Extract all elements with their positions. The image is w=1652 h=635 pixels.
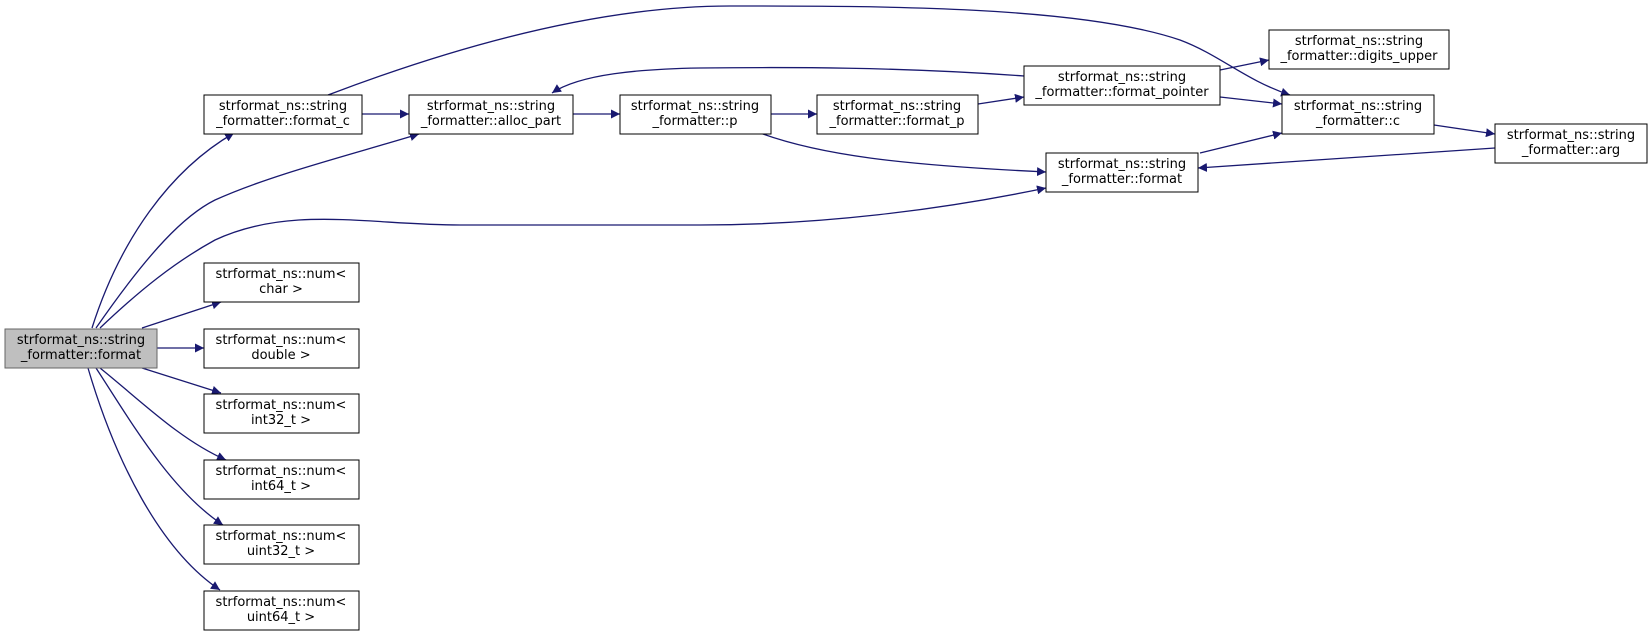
node-label-line-1: strformat_ns::num< (216, 267, 347, 282)
node-num-int64[interactable]: strformat_ns::num< int64_t > (203, 459, 360, 500)
node-root-format[interactable]: strformat_ns::string _formatter::format (4, 328, 158, 369)
edges-layer (87, 5, 1496, 591)
node-label-line-2: _formatter::format_p (829, 114, 965, 129)
edge-arg-to-format (1197, 147, 1496, 172)
edge-root-to-format (99, 185, 1047, 329)
node-label-line-1: strformat_ns::string (631, 99, 759, 114)
edge-format-pointer-to-alloc-part (551, 66, 1025, 94)
node-num-char[interactable]: strformat_ns::num< char > (203, 262, 360, 303)
edge-root-to-num-int64 (99, 367, 227, 461)
edge-root-to-num-uint64 (87, 367, 221, 591)
edge-root-to-num-uint32 (95, 367, 224, 526)
node-label-line-1: strformat_ns::num< (216, 333, 347, 348)
edge-format-p-to-format-pointer (977, 93, 1025, 105)
edge-root-to-num-char (141, 300, 222, 329)
node-label-line-1: strformat_ns::string (833, 99, 961, 114)
node-num-uint64[interactable]: strformat_ns::num< uint64_t > (203, 590, 360, 631)
node-label-line-1: strformat_ns::num< (216, 398, 347, 413)
node-label-line-2: uint64_t > (247, 610, 315, 625)
node-label-line-2: int32_t > (251, 413, 311, 428)
edge-format-pointer-to-c (1219, 96, 1283, 108)
node-label-line-1: strformat_ns::num< (216, 464, 347, 479)
edge-format-c-to-c (327, 5, 1291, 97)
node-label-line-1: strformat_ns::string (1295, 34, 1423, 49)
node-label-line-1: strformat_ns::string (1507, 128, 1635, 143)
edge-format-to-c (1199, 130, 1283, 154)
node-label-line-2: _formatter::digits_upper (1279, 49, 1438, 64)
node-label-line-2: _formatter::format (1061, 172, 1182, 187)
node-num-int32[interactable]: strformat_ns::num< int32_t > (203, 393, 360, 434)
node-label-line-2: _formatter::format_pointer (1034, 85, 1209, 100)
node-format[interactable]: strformat_ns::string _formatter::format (1045, 152, 1199, 193)
node-format-c[interactable]: strformat_ns::string _formatter::format_… (203, 94, 363, 135)
node-label-line-2: _formatter::format (20, 348, 141, 363)
node-label-line-2: _formatter::p (651, 114, 737, 129)
node-arg[interactable]: strformat_ns::string _formatter::arg (1494, 123, 1648, 164)
edge-root-to-format-c (91, 132, 235, 329)
node-label-line-2: _formatter::c (1315, 114, 1400, 129)
node-label-line-1: strformat_ns::string (219, 99, 347, 114)
node-label-line-1: strformat_ns::string (1294, 99, 1422, 114)
edge-format-pointer-to-digits-upper (1219, 57, 1270, 71)
node-label-line-2: _formatter::alloc_part (420, 114, 561, 129)
edge-root-to-num-int32 (141, 367, 222, 395)
node-label-line-2: _formatter::arg (1521, 143, 1620, 158)
node-label-line-1: strformat_ns::string (1058, 157, 1186, 172)
node-format-p[interactable]: strformat_ns::string _formatter::format_… (816, 94, 979, 135)
node-label-line-1: strformat_ns::num< (216, 595, 347, 610)
node-num-uint32[interactable]: strformat_ns::num< uint32_t > (203, 524, 360, 565)
edge-root-to-alloc-part (95, 132, 420, 329)
node-label-line-1: strformat_ns::num< (216, 529, 347, 544)
node-label-line-2: char > (259, 282, 303, 297)
edge-p-to-format (759, 132, 1047, 177)
node-label-line-1: strformat_ns::string (1058, 70, 1186, 85)
node-digits-upper[interactable]: strformat_ns::string _formatter::digits_… (1268, 29, 1450, 70)
node-label-line-2: int64_t > (251, 479, 311, 494)
edge-c-to-arg (1433, 124, 1496, 138)
node-format-pointer[interactable]: strformat_ns::string _formatter::format_… (1023, 65, 1221, 106)
node-label-line-2: _formatter::format_c (215, 114, 350, 129)
node-label-line-2: double > (251, 348, 310, 363)
nodes-layer: strformat_ns::string _formatter::format … (4, 29, 1648, 631)
node-label-line-2: uint32_t > (247, 544, 315, 559)
node-label-line-1: strformat_ns::string (427, 99, 555, 114)
node-alloc-part[interactable]: strformat_ns::string _formatter::alloc_p… (408, 94, 574, 135)
node-c[interactable]: strformat_ns::string _formatter::c (1281, 94, 1435, 135)
node-num-double[interactable]: strformat_ns::num< double > (203, 328, 360, 369)
node-label-line-1: strformat_ns::string (17, 333, 145, 348)
node-p[interactable]: strformat_ns::string _formatter::p (619, 94, 772, 135)
